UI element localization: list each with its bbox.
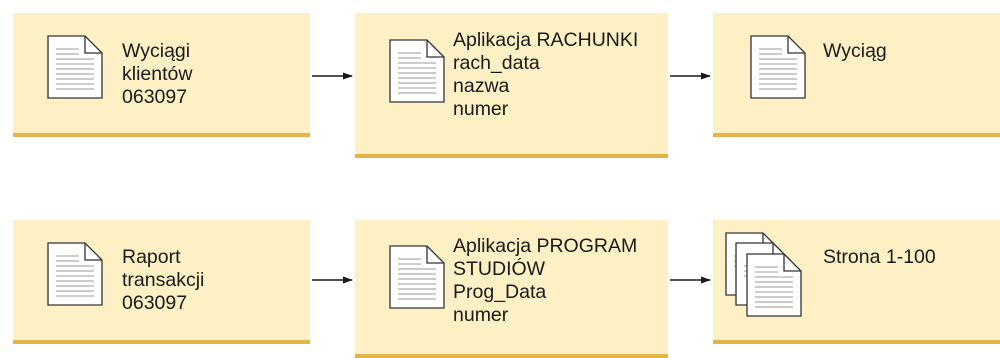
document-icon: [389, 245, 445, 309]
text-line: Wyciągi: [122, 40, 191, 62]
text-line: klientów: [122, 63, 193, 85]
text-line: Aplikacja RACHUNKI: [453, 29, 639, 51]
document-icon: [47, 242, 103, 306]
document-icon: [47, 35, 103, 99]
row1-output-box: Wyciąg: [713, 13, 1000, 137]
text-line: numer: [453, 304, 509, 326]
text-line: numer: [453, 98, 509, 120]
text-line: Wyciąg: [823, 40, 887, 62]
text-line: rach_data: [453, 52, 540, 74]
row2-output-label: Strona 1-100: [823, 246, 936, 269]
multiple-pages-icon: [725, 232, 802, 317]
row1-output-label: Wyciąg: [823, 40, 887, 63]
text-line: transakcji: [122, 269, 205, 291]
text-line: STUDIÓW: [453, 258, 546, 280]
text-line: 063097: [122, 86, 188, 108]
text-line: 063097: [122, 292, 188, 314]
text-line: Aplikacja PROGRAM: [453, 235, 638, 257]
text-line: Raport: [122, 246, 181, 268]
document-icon: [750, 35, 806, 99]
document-icon: [389, 39, 445, 103]
text-line: Prog_Data: [453, 281, 547, 303]
row2-output-box: Strona 1-100: [713, 220, 1000, 344]
text-line: nazwa: [453, 75, 510, 97]
text-line: Strona 1-100: [823, 246, 936, 268]
